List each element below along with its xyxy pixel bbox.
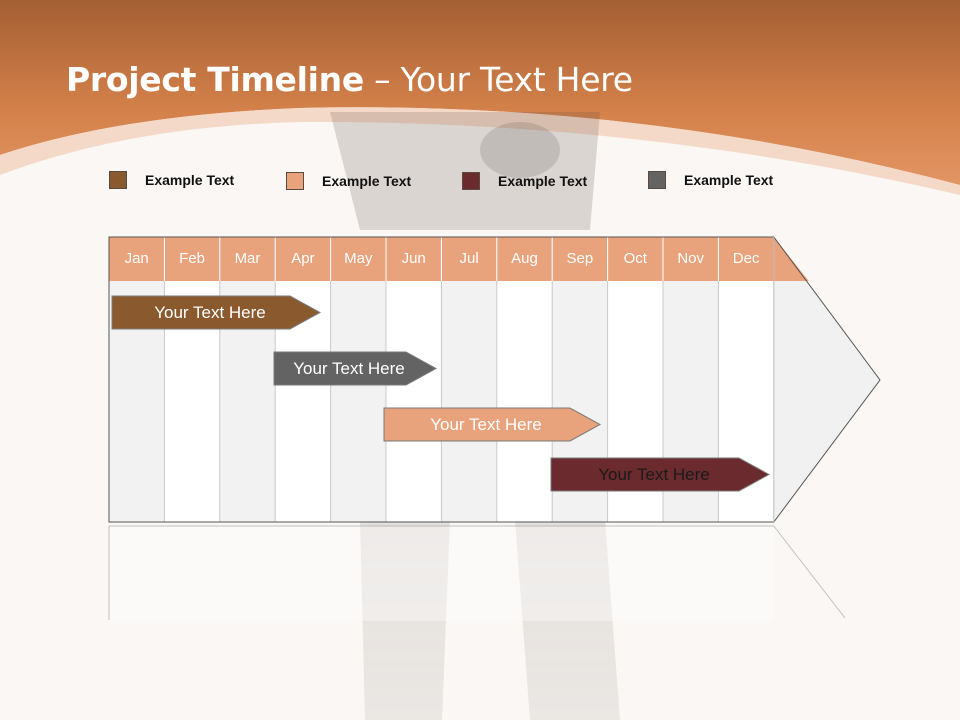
reflection-edge bbox=[773, 525, 846, 619]
title-bold: Project Timeline bbox=[66, 60, 364, 99]
arrow-head bbox=[773, 237, 880, 522]
timeline-outline bbox=[108, 236, 881, 523]
month-label: Sep bbox=[566, 250, 594, 267]
legend-swatch bbox=[286, 172, 304, 190]
legend-item: Example Text bbox=[462, 171, 587, 191]
header-swoosh bbox=[0, 107, 960, 195]
task-bar-label: Your Text Here bbox=[293, 359, 405, 378]
slide-title: Project Timeline – Your Text Here bbox=[66, 60, 633, 99]
task-bar bbox=[111, 295, 322, 330]
month-column bbox=[386, 281, 442, 522]
legend-swatch bbox=[648, 171, 666, 189]
task-bar bbox=[383, 407, 602, 442]
month-label: May bbox=[344, 250, 373, 267]
month-label: Mar bbox=[234, 250, 261, 267]
title-rest: – Your Text Here bbox=[363, 60, 633, 99]
legend-swatch bbox=[462, 172, 480, 190]
legend-item: Example Text bbox=[286, 171, 411, 191]
task-bar bbox=[273, 351, 438, 386]
month-label: Nov bbox=[677, 250, 705, 267]
legend-label: Example Text bbox=[684, 172, 774, 188]
month-label: Aug bbox=[511, 250, 538, 267]
month-column bbox=[496, 281, 553, 522]
month-label: Apr bbox=[291, 250, 315, 267]
legend-label: Example Text bbox=[498, 173, 588, 189]
legend-label: Example Text bbox=[322, 173, 412, 189]
task-bar-label: Your Text Here bbox=[154, 303, 266, 322]
month-label: Oct bbox=[623, 250, 647, 267]
legend-item: Example Text bbox=[109, 170, 234, 190]
legend-item: Example Text bbox=[648, 170, 773, 190]
task-bar bbox=[550, 457, 771, 492]
month-label: Jan bbox=[124, 250, 149, 267]
month-column bbox=[330, 281, 386, 522]
month-header bbox=[109, 237, 809, 281]
task-bar-label: Your Text Here bbox=[598, 465, 710, 484]
month-label: Jul bbox=[459, 250, 479, 267]
task-bar-label: Your Text Here bbox=[430, 415, 542, 434]
header-banner bbox=[0, 0, 960, 185]
month-label: Feb bbox=[179, 250, 206, 267]
legend-swatch bbox=[109, 171, 127, 189]
month-label: Jun bbox=[401, 250, 426, 267]
timeline-reflection bbox=[109, 526, 774, 621]
legend-label: Example Text bbox=[145, 172, 235, 188]
month-label: Dec bbox=[732, 250, 760, 267]
month-column bbox=[441, 281, 497, 522]
background-figure bbox=[330, 112, 620, 720]
